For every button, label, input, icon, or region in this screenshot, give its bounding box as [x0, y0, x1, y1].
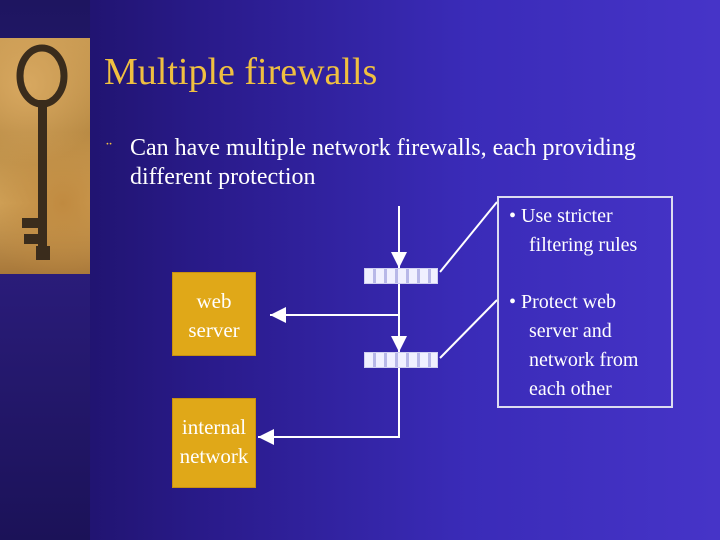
note-stricter-line-1: • Use stricter: [509, 205, 613, 227]
internal-network-label-2: network: [179, 444, 249, 468]
note-protect-line-1: • Protect web: [509, 291, 616, 313]
line-to-internal-network: [258, 368, 400, 445]
note-stricter-line-2: filtering rules: [529, 234, 638, 256]
note-protect-line-2: server and: [529, 320, 612, 342]
firewall-1: [364, 268, 438, 284]
web-server-box: web server: [172, 272, 256, 356]
slide-title: Multiple firewalls: [104, 51, 378, 93]
internal-network-box: internal network: [172, 398, 256, 488]
line-note-stricter: [439, 201, 498, 273]
line-note-protect: [439, 299, 498, 359]
firewall-2: [364, 352, 438, 368]
bullet-icon: ¨: [106, 138, 112, 158]
internal-network-label-1: internal: [181, 415, 247, 439]
note-protect-line-3: network from: [529, 349, 639, 371]
note-protect-line-4: each other: [529, 378, 612, 400]
web-server-label-2: server: [188, 318, 240, 342]
key-icon: [16, 44, 68, 260]
web-server-label-1: web: [196, 289, 232, 313]
notes-panel: • Use stricter filtering rules • Protect…: [497, 196, 673, 408]
key-image: [0, 38, 90, 274]
bullet-text: Can have multiple network firewalls, eac…: [130, 135, 636, 190]
